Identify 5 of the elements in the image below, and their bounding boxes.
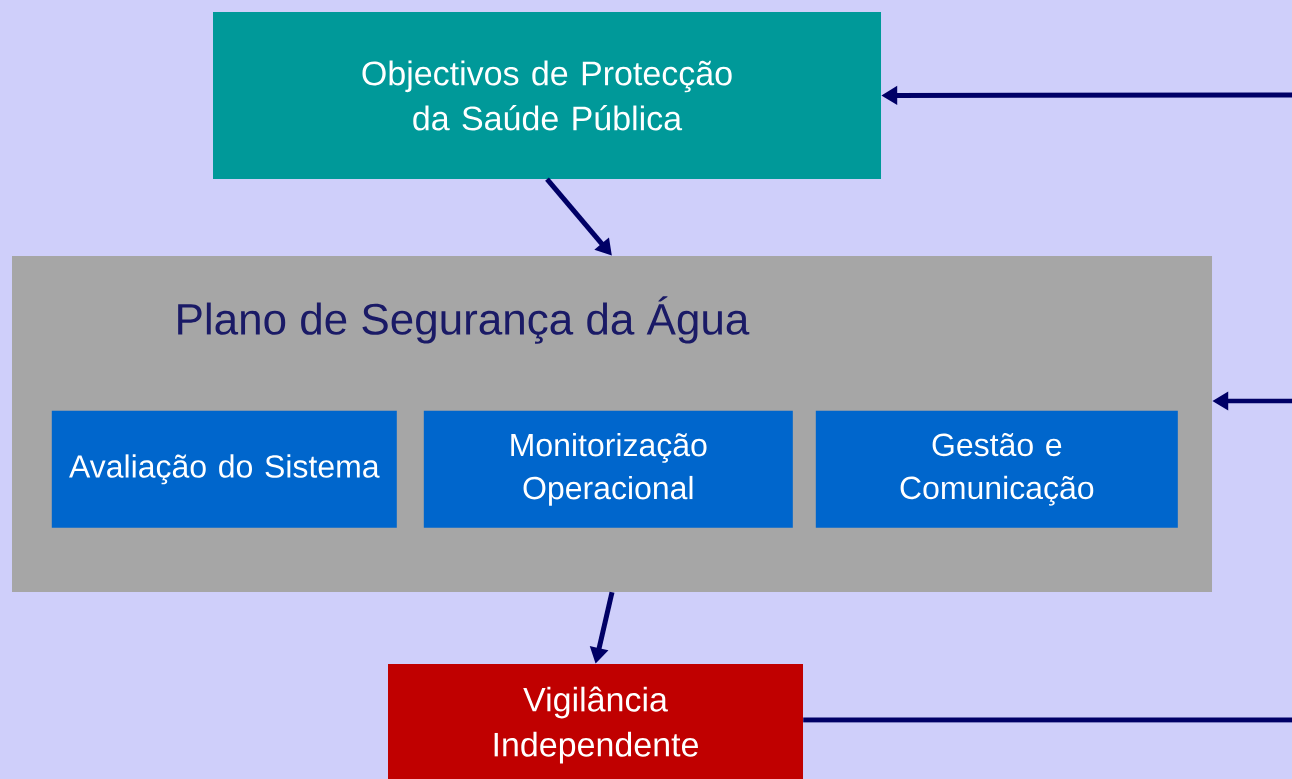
process-box: Monitorização Operacional xyxy=(423,410,793,528)
process-box: Objectivos de Protecção da Saúde Pública xyxy=(213,12,881,179)
process-box: Avaliação do Sistema xyxy=(51,410,397,528)
process-box: Gestão e Comunicação xyxy=(815,410,1178,528)
process-box: Vigilância Independente xyxy=(388,664,803,779)
